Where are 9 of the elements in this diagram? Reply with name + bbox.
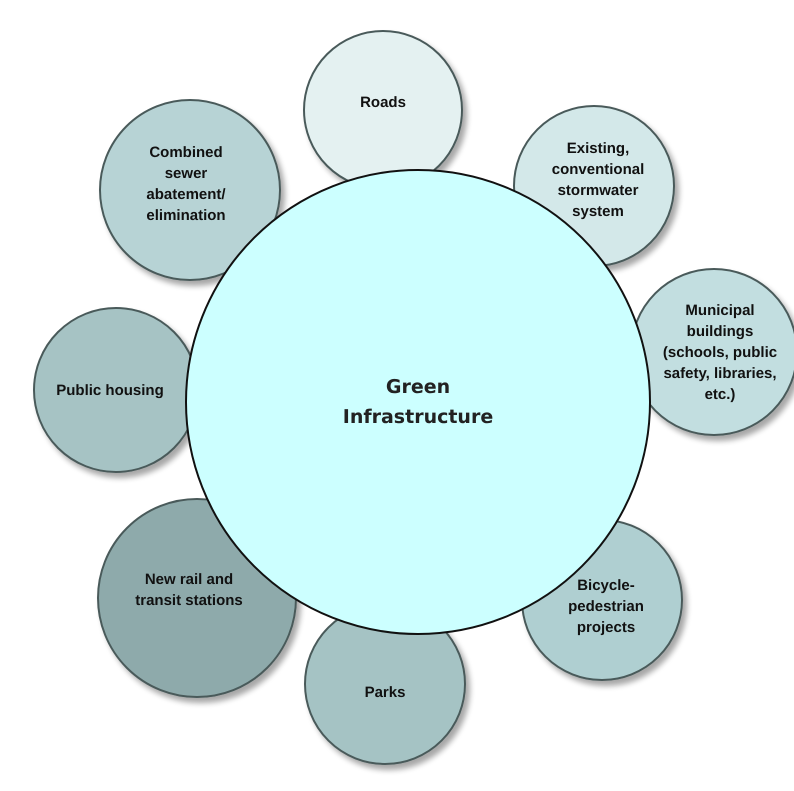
circle-label: Roads (359, 92, 407, 112)
circle-label: Bicycle-pedestrian projects (567, 576, 645, 638)
circle-label: Parks (364, 682, 406, 702)
circle-label: Existing, conventional stormwater system (550, 139, 646, 222)
circle-label: Green Infrastructure (342, 375, 494, 430)
circle-label: Combined sewer abatement/ elimination (145, 143, 227, 226)
circle-label: Municipal buildings (schools, public safety, libraries, etc.) (662, 300, 778, 404)
circle-label: New rail and transit stations (134, 570, 244, 611)
circle-label: Public housing (55, 380, 165, 400)
